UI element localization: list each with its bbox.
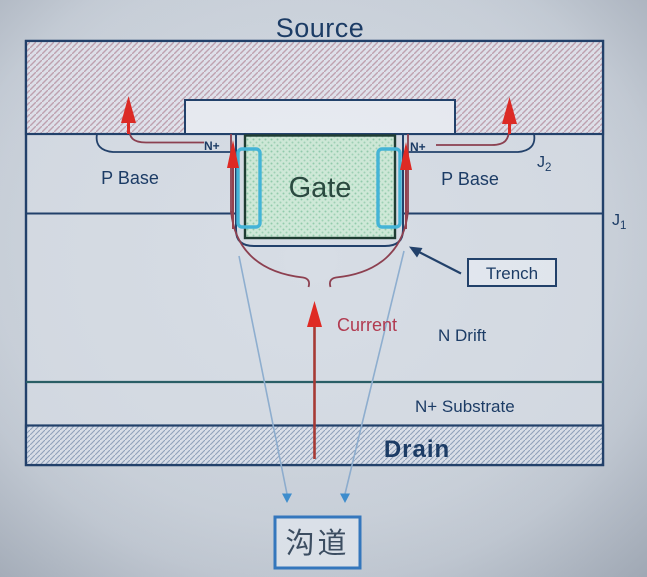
n-drift-label: N Drift xyxy=(438,326,486,345)
gate-label: Gate xyxy=(289,172,352,204)
n-plus-right-label: N+ xyxy=(410,140,426,154)
source-title: Source xyxy=(276,13,365,43)
p-base-right-label: P Base xyxy=(441,169,499,189)
n-plus-left-label: N+ xyxy=(204,139,220,153)
n-substrate-label: N+ Substrate xyxy=(415,397,515,416)
trench-label: Trench xyxy=(486,264,538,283)
channel-label: 沟道 xyxy=(285,527,349,560)
p-base-left-label: P Base xyxy=(101,168,159,188)
drain-label: Drain xyxy=(384,436,450,463)
current-label: Current xyxy=(337,315,397,335)
gate-dielectric-notch xyxy=(184,99,456,135)
